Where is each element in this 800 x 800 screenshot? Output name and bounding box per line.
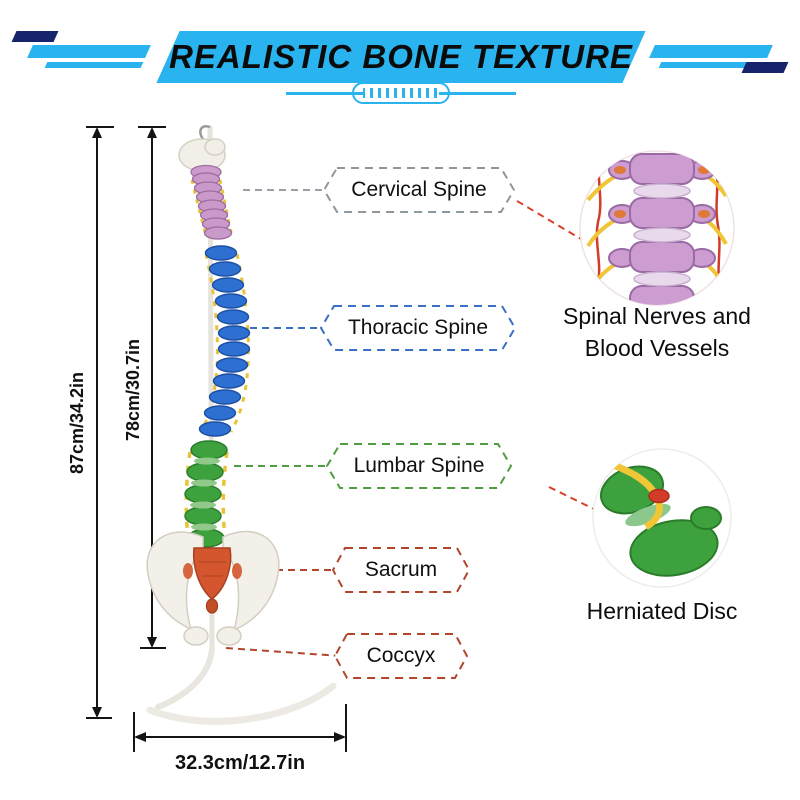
nerves-caption: Spinal Nerves and Blood Vessels xyxy=(520,301,794,364)
dimension-arrowheads xyxy=(92,127,346,742)
callout-cervical-label: Cervical Spine xyxy=(351,178,487,201)
sacrum-section xyxy=(192,547,232,600)
callout-coccyx: Coccyx xyxy=(334,633,468,679)
model-stand xyxy=(146,124,337,725)
callout-lumbar: Lumbar Spine xyxy=(326,443,512,489)
callout-sacrum-outline xyxy=(332,547,470,593)
overall-height-label: 87cm/34.2in xyxy=(67,372,87,474)
nerves-caption-line2: Blood Vessels xyxy=(584,334,730,361)
callout-sacrum: Sacrum xyxy=(332,547,470,593)
callout-thoracic-outline xyxy=(320,305,516,351)
herniated-caption: Herniated Disc xyxy=(586,598,738,624)
callout-coccyx-outline xyxy=(334,633,468,679)
thoracic-section xyxy=(198,245,251,437)
pelvis xyxy=(146,530,280,646)
inset-nerves-drawing xyxy=(586,153,728,305)
nerves-caption-line1: Spinal Nerves and xyxy=(563,303,751,329)
callout-thoracic: Thoracic Spine xyxy=(320,305,516,351)
skull-piece xyxy=(178,138,226,180)
callout-coccyx-label: Coccyx xyxy=(366,644,436,667)
banner-title: REALISTIC BONE TEXTURE xyxy=(169,38,633,75)
callout-lumbar-label: Lumbar Spine xyxy=(353,454,485,477)
base-width-label: 32.3cm/12.7in xyxy=(175,752,305,774)
coccyx-section xyxy=(205,598,219,614)
callout-cervical-outline xyxy=(323,167,515,213)
inset-herniated-disc xyxy=(592,448,732,588)
callout-cervical: Cervical Spine xyxy=(323,167,515,213)
lumbar-section xyxy=(184,440,228,548)
callout-thoracic-label: Thoracic Spine xyxy=(347,316,489,339)
cervical-section xyxy=(191,172,233,240)
callout-lumbar-outline xyxy=(326,443,512,489)
inset-nerves xyxy=(579,150,735,306)
inset-herniated-drawing xyxy=(600,458,722,577)
spine-height-label: 78cm/30.7in xyxy=(123,339,143,441)
spine-model xyxy=(146,138,280,646)
callout-sacrum-label: Sacrum xyxy=(364,558,438,581)
banner-stripe-capsule xyxy=(352,82,450,104)
